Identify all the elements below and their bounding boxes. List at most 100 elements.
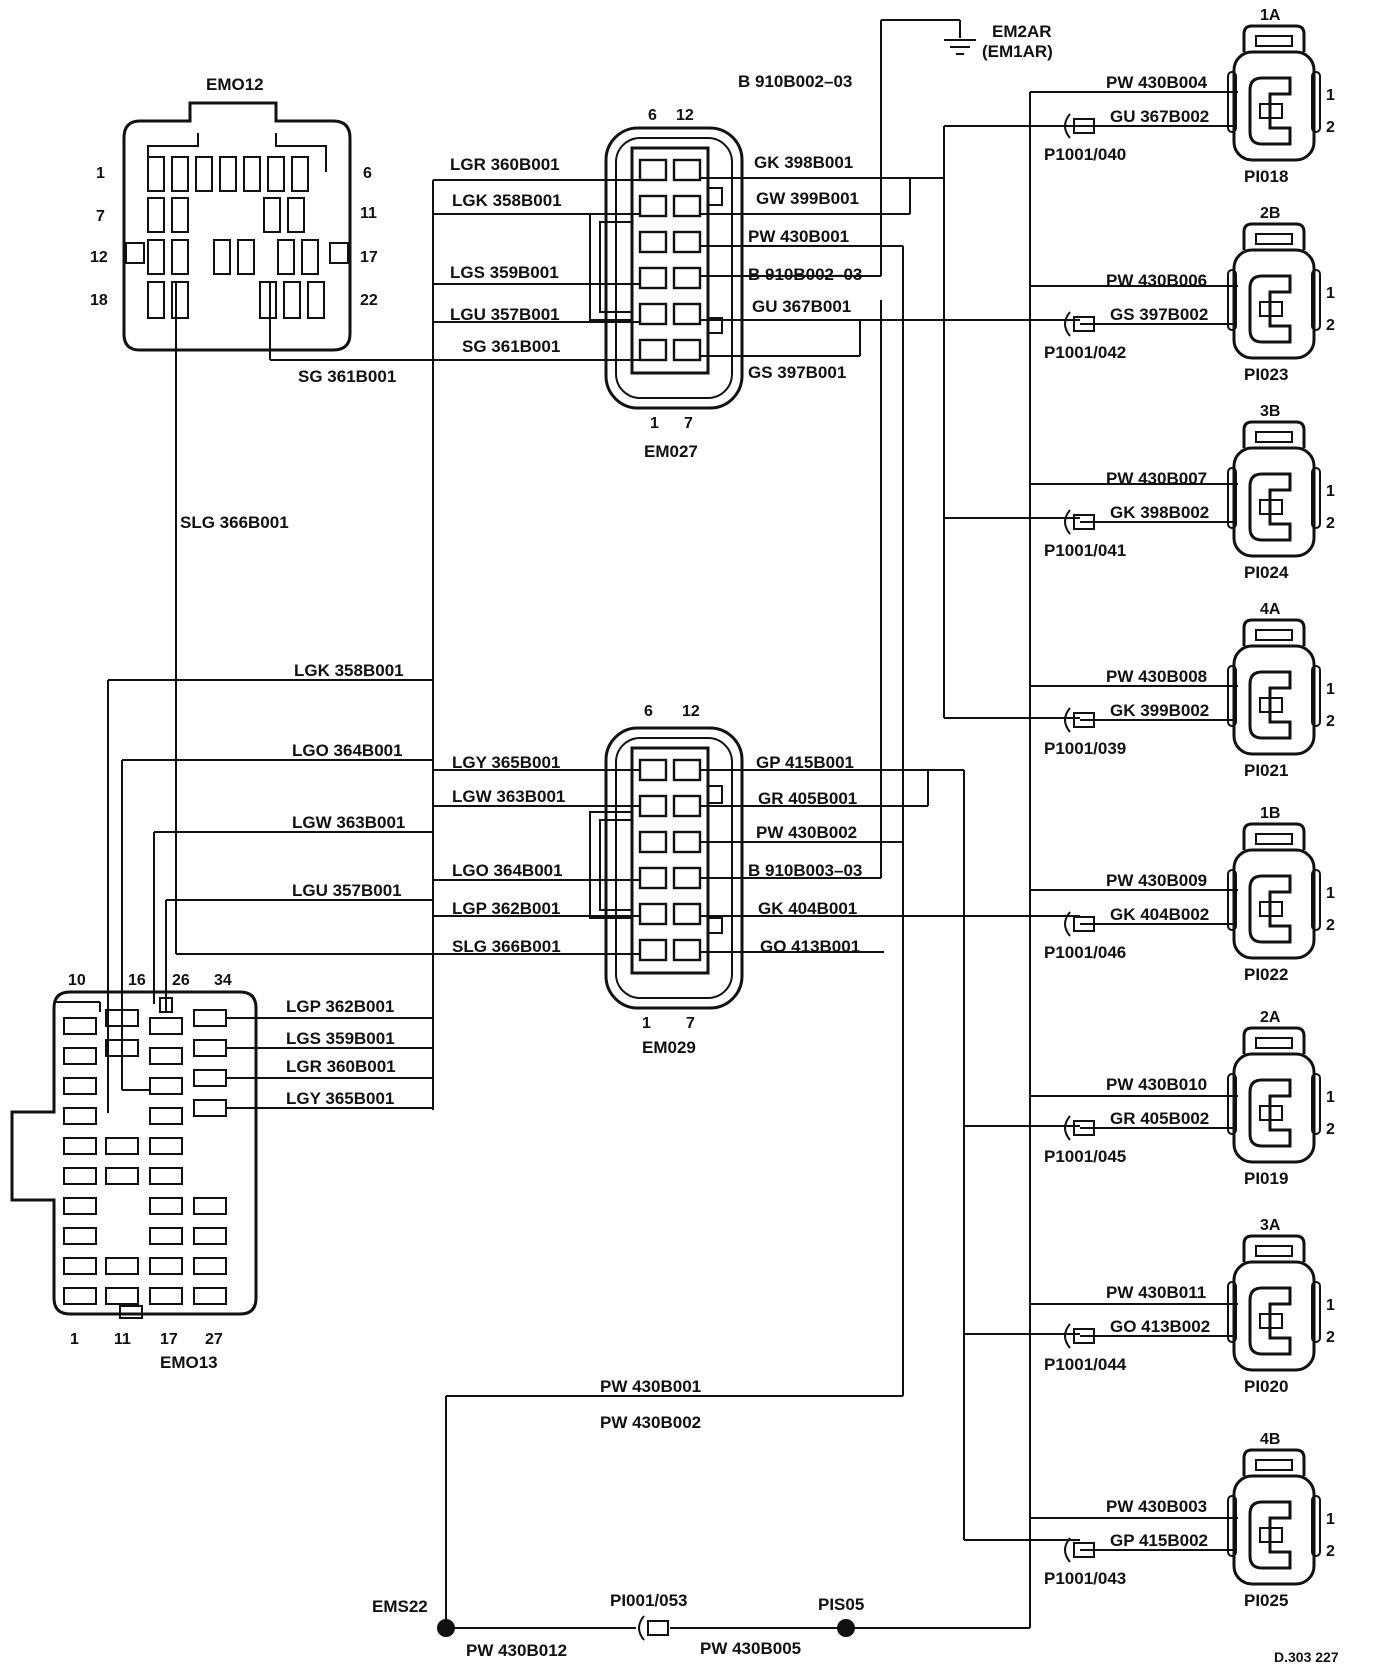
injector-pw-label: PW 430B003 <box>1106 1497 1207 1516</box>
emo13-pin-10: 10 <box>68 972 86 989</box>
injector-pin-2: 2 <box>1326 1543 1335 1560</box>
em027-pin-7: 7 <box>684 415 693 432</box>
injector-rib <box>1227 1281 1237 1343</box>
injector-rib <box>1227 1495 1237 1557</box>
injector-terminal <box>1248 874 1292 944</box>
injector-name: PI021 <box>1244 761 1288 780</box>
injector-signal-label: GK 398B002 <box>1110 503 1209 522</box>
injector-ref-label: P1001/045 <box>1044 1147 1126 1166</box>
emo13-cavities <box>63 1009 227 1319</box>
injector-pin-1: 1 <box>1326 885 1335 902</box>
emo13-pin-27: 27 <box>205 1331 223 1348</box>
plug-symbol <box>1073 712 1095 728</box>
em029-cells <box>638 758 702 962</box>
connector-emo13: 10 16 26 34 1 11 17 27 EMO13 <box>10 972 258 1372</box>
plug-symbol <box>1064 1537 1071 1563</box>
injector-pin-slot <box>1259 301 1283 317</box>
injector-rib <box>1311 665 1321 727</box>
em027-pin-12: 12 <box>676 107 694 124</box>
injector-tab <box>1255 1245 1293 1257</box>
em027-pin-1: 1 <box>650 415 659 432</box>
plug-symbol <box>1064 1115 1071 1141</box>
injector-pw-label: PW 430B004 <box>1106 73 1208 92</box>
emo12-pin-6: 6 <box>363 165 372 182</box>
emo12-pin-11: 11 <box>360 205 377 222</box>
plug-symbol <box>1073 1542 1095 1558</box>
injector-signal-label: GO 413B002 <box>1110 1317 1210 1336</box>
injector-signal-label: GP 415B002 <box>1110 1531 1208 1550</box>
em029-right-label: GP 415B001 <box>756 753 854 772</box>
injector-pin-2: 2 <box>1326 515 1335 532</box>
emo13-title: EMO13 <box>160 1353 218 1372</box>
pw430b005-label: PW 430B005 <box>700 1639 801 1658</box>
injector-tab <box>1255 1459 1293 1471</box>
bottom-pw2-label: PW 430B002 <box>600 1413 701 1432</box>
emo13-pin-16: 16 <box>128 972 146 989</box>
pw430b012-label: PW 430B012 <box>466 1641 567 1660</box>
injector-rib <box>1227 1073 1237 1135</box>
em029-left-label: SLG 366B001 <box>452 937 561 956</box>
injector-latch <box>1242 420 1306 448</box>
injector-terminal <box>1248 1078 1292 1148</box>
plug-symbol <box>1073 1328 1095 1344</box>
plug-symbol <box>1064 707 1071 733</box>
injector-latch <box>1242 1448 1306 1476</box>
emo12-pin-1: 1 <box>96 165 105 182</box>
emo12-title: EMO12 <box>206 75 264 94</box>
injector-ref-label: P1001/040 <box>1044 145 1126 164</box>
injector-latch <box>1242 822 1306 850</box>
injector-name: PI025 <box>1244 1591 1288 1610</box>
injector-body <box>1232 446 1316 558</box>
injector-pin-1: 1 <box>1326 1511 1335 1528</box>
connector-em027: 6 12 1 7 EM027 <box>589 107 744 461</box>
em027-left-label: LGU 357B001 <box>450 305 560 324</box>
injector-top-label: 1B <box>1260 805 1280 822</box>
injector-latch <box>1242 222 1306 250</box>
em029-title: EM029 <box>642 1038 696 1057</box>
injector-name: PI022 <box>1244 965 1288 984</box>
pi001-053-label: PI001/053 <box>610 1591 688 1610</box>
injector-pin-2: 2 <box>1326 1329 1335 1346</box>
em029-pin-1: 1 <box>642 1015 651 1032</box>
injector-signal-label: GS 397B002 <box>1110 305 1208 324</box>
em027-right-label: PW 430B001 <box>748 227 849 246</box>
injector-pin-slot <box>1259 1313 1283 1329</box>
emo12-cavities <box>125 156 349 319</box>
injector-ref-label: P1001/041 <box>1044 541 1126 560</box>
plug-symbol <box>1064 911 1071 937</box>
injector-latch <box>1242 24 1306 52</box>
injector-top-label: 2B <box>1260 205 1280 222</box>
injector-name: PI023 <box>1244 365 1288 384</box>
injector-top-label: 2A <box>1260 1009 1281 1026</box>
injector-rib <box>1311 1281 1321 1343</box>
plug-symbol <box>1064 311 1071 337</box>
injector-rib <box>1227 665 1237 727</box>
injector-pin-1: 1 <box>1326 1089 1335 1106</box>
injector-terminal <box>1248 670 1292 740</box>
injector-latch <box>1242 1026 1306 1054</box>
em029-right-label: PW 430B002 <box>756 823 857 842</box>
em027-left-label: LGR 360B001 <box>450 155 560 174</box>
injector-rib <box>1311 1073 1321 1135</box>
injector-terminal <box>1248 1286 1292 1356</box>
emo13-pin-26: 26 <box>172 972 190 989</box>
emo12-pin-17: 17 <box>360 249 378 266</box>
em029-left-label: LGW 363B001 <box>452 787 565 806</box>
plug-symbol <box>1064 509 1071 535</box>
emo12-pin-18: 18 <box>90 292 108 309</box>
injector-signal-label: GR 405B002 <box>1110 1109 1209 1128</box>
mid-label: LGU 357B001 <box>292 881 402 900</box>
em027-right-label: B 910B002–03 <box>748 265 862 284</box>
em029-pin-7: 7 <box>686 1015 695 1032</box>
injector-signal-label: GU 367B002 <box>1110 107 1209 126</box>
injector-top-label: 4B <box>1260 1431 1280 1448</box>
em029-left-label: LGP 362B001 <box>452 899 560 918</box>
emo12-pin-22: 22 <box>360 292 378 309</box>
injector-pin-1: 1 <box>1326 1297 1335 1314</box>
injector-pin-2: 2 <box>1326 119 1335 136</box>
